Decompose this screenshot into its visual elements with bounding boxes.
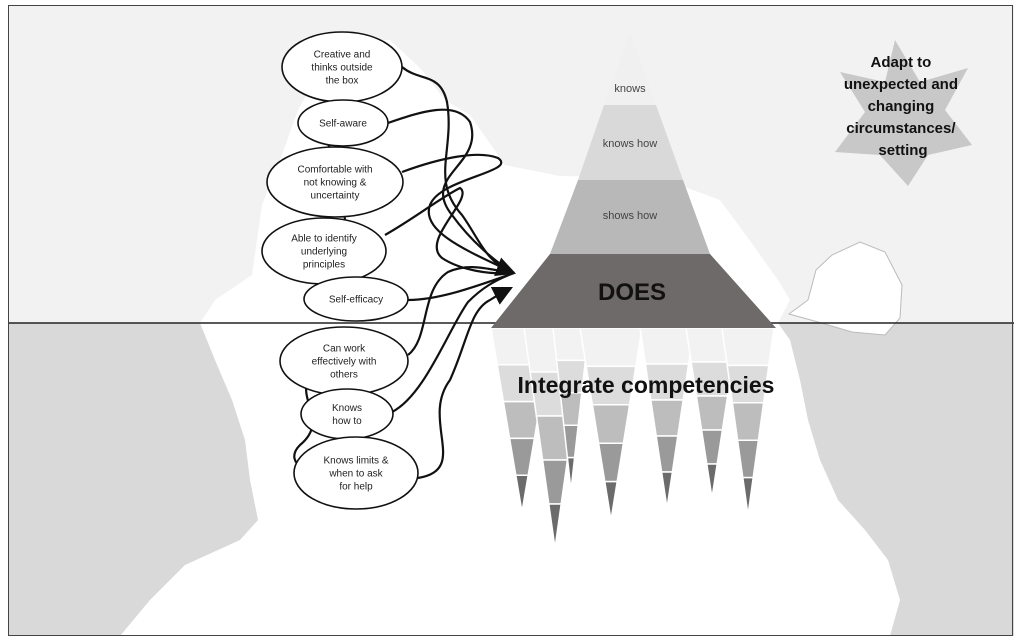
connector-curve [401,66,517,277]
icicle-segment [649,399,685,437]
attribute-label-line: not knowing & [304,178,367,189]
connector-curve [391,271,515,413]
star-label-line: Adapt to [871,54,932,71]
icicle-segment [660,471,674,509]
attribute-label-line: Knows [332,403,362,414]
star-shape [835,40,972,186]
attribute-label: Can work effectively with others [312,344,377,381]
pyramid-label-knows: knows [614,83,646,95]
connector-curve [407,266,515,356]
attribute-label-line: thinks outside [311,63,373,74]
attribute-label-line: effectively with [312,357,377,368]
attribute-label-line: Self-efficacy [329,295,383,306]
star-label-line: circumstances/ [846,120,956,137]
attribute-label-line: Comfortable with [297,165,372,176]
icicle-segment [591,404,631,444]
star-label-line: unexpected and [844,76,958,93]
pyramid-level-knows-how [578,105,683,180]
icicle-segment [566,456,576,491]
attribute-label: Self-efficacy [329,295,383,306]
icicle-segment [705,463,719,499]
icicle-segment [721,327,775,367]
pyramid-label-knows-how: knows how [603,138,657,150]
attribute-label: Creative and thinks outside the box [311,50,373,87]
attribute-label-line: Knows limits & [323,456,388,467]
attribute-ellipses: Creative and thinks outside the boxSelf-aw… [261,31,419,510]
star-label-line: setting [878,142,927,159]
connector-curve [417,287,513,480]
connector-curves [293,66,517,480]
icicle-segment [741,476,755,516]
connector-curve [384,186,515,275]
icicle-segment [695,395,729,431]
attribute-ellipse [293,436,419,510]
connector-curve [401,153,515,274]
attribute-label: Knows how to [332,403,362,427]
attribute-label-line: principles [303,260,345,271]
attribute-label: Self-aware [319,119,367,130]
star-label-line: changing [868,98,935,115]
icicle-segment [547,503,563,549]
attribute-label-line: others [330,370,358,381]
attribute-label-line: when to ask [328,469,383,480]
attribute-label-line: Can work [323,344,366,355]
attribute-ellipse [300,388,394,440]
icicle-segment [731,402,765,441]
attribute-ellipse [266,146,404,218]
icicles [490,327,775,549]
attribute-label: Knows limits & when to ask for help [323,456,388,493]
icicle-segment [603,480,619,521]
pyramid-level-shows-how [550,180,710,254]
attribute-ellipse [297,99,389,147]
attribute-label-line: Self-aware [319,119,367,130]
attribute-label: Comfortable with not knowing & uncertainty [297,165,372,202]
pyramid-level-does [491,254,776,328]
ice-chunk [787,241,903,336]
attribute-label-line: for help [339,482,373,493]
pyramid-label-does: DOES [598,279,666,306]
attribute-label-line: uncertainty [311,191,360,202]
connector-curve [387,108,515,274]
icicle-segment [639,327,695,365]
attribute-label: Able to identify underlying principles [291,234,357,271]
integrate-label: Integrate competencies [518,372,775,398]
attribute-label-line: how to [332,416,362,427]
attribute-label-line: Creative and [314,50,371,61]
attribute-label-line: the box [326,76,359,87]
pyramid-label-shows-how: shows how [603,210,657,222]
icicle-segment [514,474,530,513]
attribute-label-line: underlying [301,247,347,258]
attribute-ellipse [303,276,409,322]
pyramid-level-knows [604,33,656,105]
star-label: Adapt to unexpected and changing circums… [844,54,962,159]
attribute-label-line: Able to identify [291,234,357,245]
icicle-segment [579,327,643,368]
